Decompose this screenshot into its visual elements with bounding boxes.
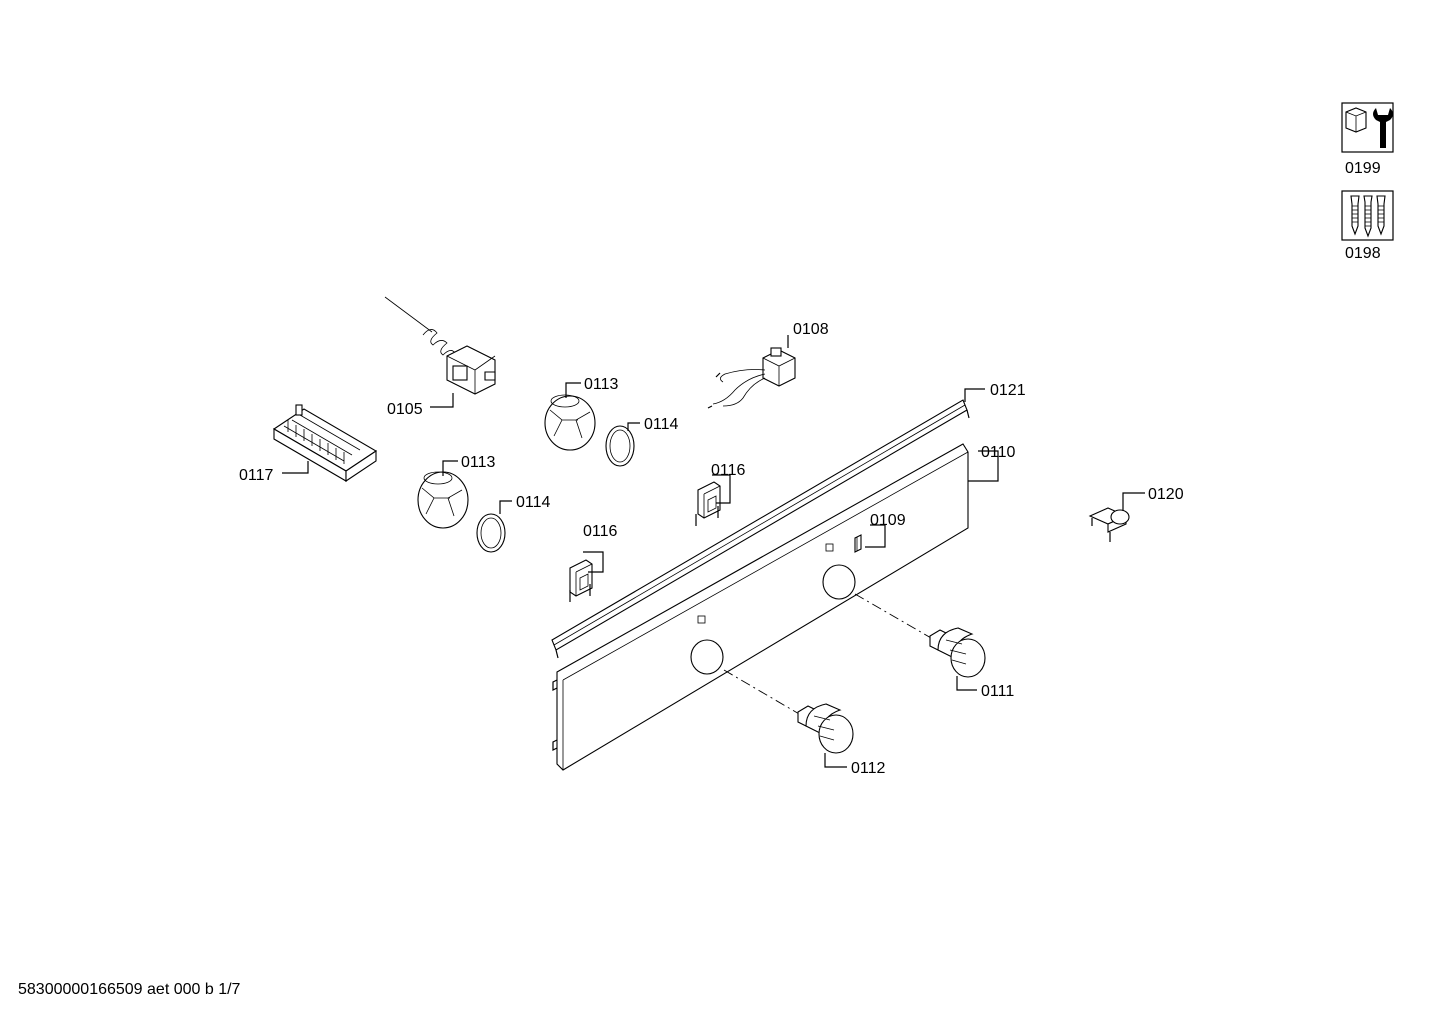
indicator-part: [854, 534, 862, 553]
leader-0113-lower: [442, 460, 458, 476]
part-label-0111: 0111: [981, 683, 1014, 700]
part-label-0198: 0198: [1345, 245, 1381, 262]
trim-strip-part: [551, 399, 970, 659]
leader-0105: [430, 393, 454, 408]
part-label-0109: 0109: [870, 512, 906, 529]
part-label-0113-lower: 0113: [461, 454, 496, 471]
bracket-part: [1088, 507, 1130, 542]
knob-part-0112: [797, 703, 854, 754]
part-label-0120: 0120: [1148, 486, 1184, 503]
leader-0120: [1122, 492, 1145, 511]
part-label-0116-upper: 0116: [711, 462, 746, 479]
screws-icon: [1341, 190, 1394, 241]
part-label-0112: 0112: [851, 760, 886, 777]
part-label-0114-upper: 0114: [644, 416, 679, 433]
wrench-nut-icon: [1341, 102, 1394, 153]
ring-part-upper: [605, 425, 635, 467]
leader-0111: [956, 676, 977, 691]
clip-part-upper: [695, 481, 721, 526]
axis-line-0112: [723, 669, 807, 719]
part-label-0105: 0105: [387, 401, 423, 418]
thermostat-part: [384, 296, 496, 395]
part-label-0121: 0121: [990, 382, 1026, 399]
wiring-part: [707, 347, 796, 409]
knob-adapter-part-upper: [544, 394, 596, 451]
leader-0121: [964, 388, 985, 402]
leader-0117: [282, 461, 309, 474]
leader-0116-upper: [712, 474, 731, 504]
knob-part-0111: [929, 627, 986, 678]
ring-part-lower: [476, 513, 506, 553]
part-label-0199: 0199: [1345, 160, 1381, 177]
document-footer: 58300000166509 aet 000 b 1/7: [18, 981, 241, 998]
leader-0112: [824, 753, 847, 768]
leader-0116-lower: [583, 551, 604, 573]
leader-0113-upper: [565, 382, 581, 398]
knob-adapter-part-lower: [417, 471, 469, 529]
part-label-0116-lower: 0116: [583, 523, 618, 540]
part-label-0110: 0110: [981, 444, 1016, 461]
leader-0110: [968, 450, 999, 482]
clip-part-lower: [569, 559, 593, 602]
axis-line-0111: [854, 593, 939, 643]
part-label-0114-lower: 0114: [516, 494, 551, 511]
leader-0114-lower: [499, 500, 512, 514]
part-label-0113-upper: 0113: [584, 376, 619, 393]
control-panel-part: [552, 443, 969, 771]
part-label-0108: 0108: [793, 321, 829, 338]
leader-0109: [865, 524, 886, 548]
part-label-0117: 0117: [239, 467, 274, 484]
leader-0114-upper: [627, 422, 640, 431]
terminal-block-part: [272, 404, 378, 483]
